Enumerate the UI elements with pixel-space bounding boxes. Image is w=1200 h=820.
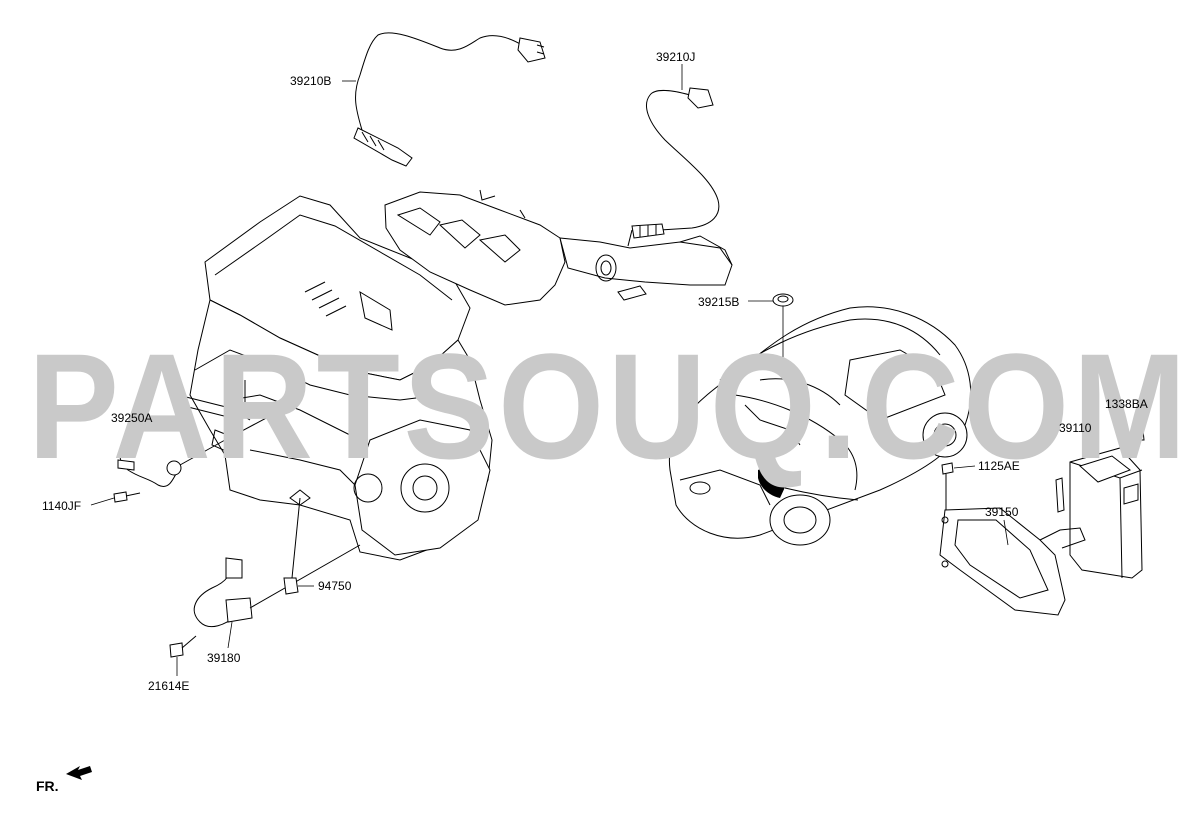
callout-94750[interactable]: 94750	[318, 579, 352, 593]
leader-lines	[90, 64, 1139, 676]
front-direction-indicator: FR.	[36, 766, 92, 794]
watermark: PARTSOUQ.COM	[28, 322, 1190, 490]
callout-39110[interactable]: 39110	[1059, 421, 1092, 435]
front-label: FR.	[36, 778, 59, 794]
callout-labels: 39210B 39210J 39215B 39250A 1140JF 94750…	[42, 50, 1148, 693]
crankshaft-position-sensor	[169, 544, 361, 658]
oxygen-sensor-downstream	[627, 87, 720, 247]
callout-1140jf[interactable]: 1140JF	[42, 499, 81, 513]
callout-39180[interactable]: 39180	[207, 651, 241, 665]
callout-39210j[interactable]: 39210J	[656, 50, 695, 64]
front-arrow-icon	[66, 766, 92, 780]
callout-21614e[interactable]: 21614E	[148, 679, 189, 693]
callout-39250a[interactable]: 39250A	[111, 411, 152, 425]
oil-pressure-switch	[283, 497, 301, 595]
exhaust-manifold	[384, 189, 733, 306]
callout-39210b[interactable]: 39210B	[290, 74, 331, 88]
callout-39150[interactable]: 39150	[985, 505, 1019, 519]
engine-assembly	[177, 195, 493, 561]
callout-1338ba[interactable]: 1338BA	[1105, 397, 1148, 411]
oxygen-sensor-upstream	[353, 32, 546, 167]
vehicle-silhouette	[668, 306, 972, 546]
ecu-and-bracket	[939, 429, 1145, 616]
callout-1125ae[interactable]: 1125AE	[978, 459, 1020, 473]
callout-39215b[interactable]: 39215B	[698, 295, 739, 309]
knock-sensor	[113, 399, 301, 503]
grommet	[772, 293, 794, 307]
